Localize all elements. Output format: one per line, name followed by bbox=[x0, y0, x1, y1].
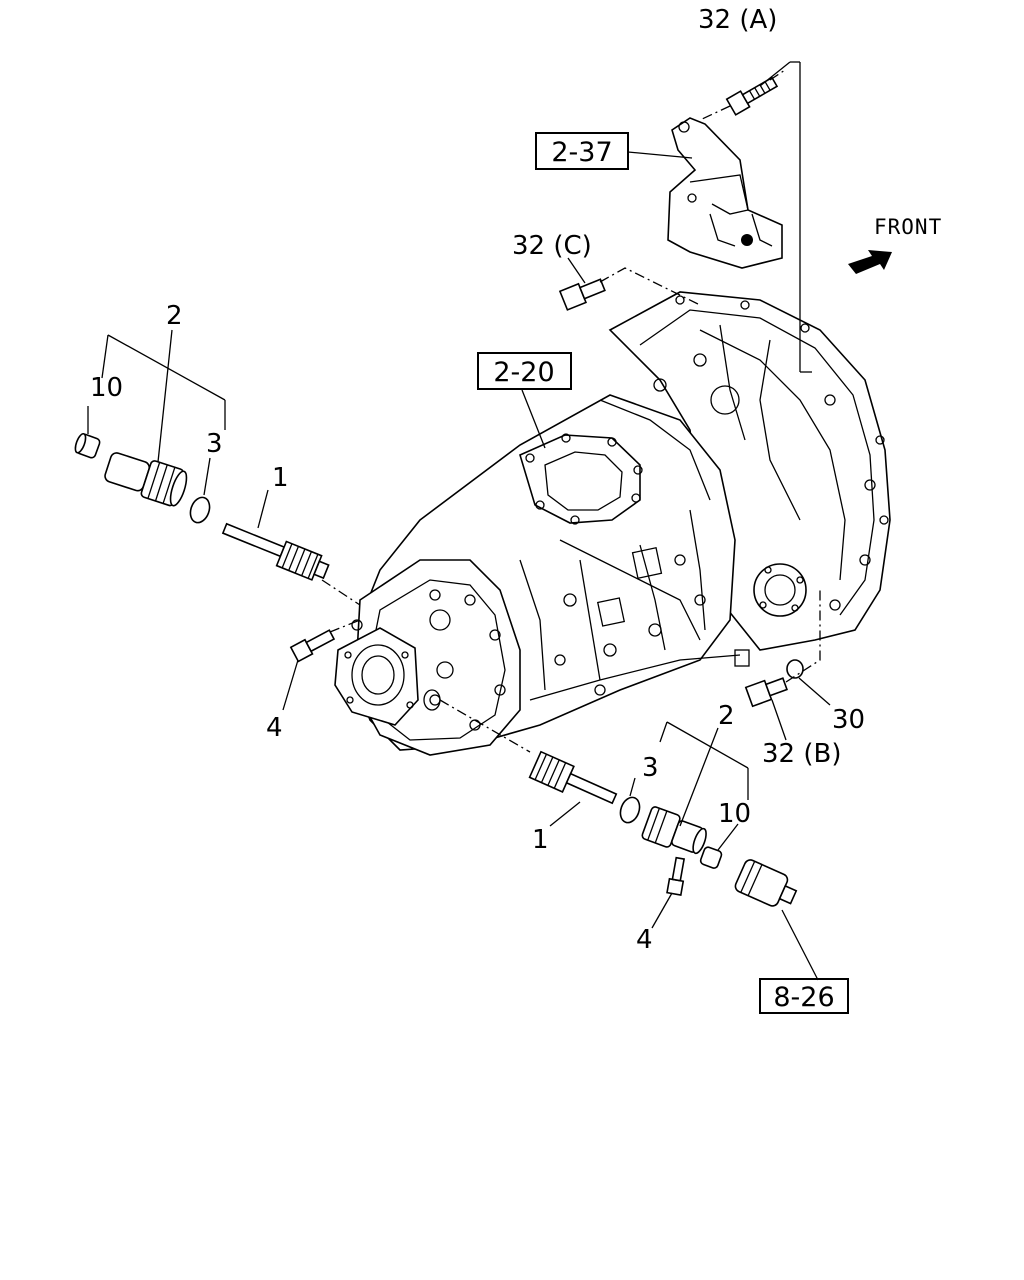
callout-32a: 32 (A) bbox=[698, 5, 777, 35]
ref-box-8-26: 8-26 bbox=[759, 978, 849, 1014]
callout-4-right: 4 bbox=[636, 925, 653, 955]
bracket-2-37 bbox=[667, 117, 783, 269]
callout-10-right: 10 bbox=[718, 799, 751, 829]
right-speedometer-group bbox=[528, 750, 798, 907]
callout-32b: 32 (B) bbox=[762, 739, 841, 769]
plug-10-left bbox=[74, 432, 101, 459]
ref-box-2-37: 2-37 bbox=[535, 132, 629, 170]
callout-4-left: 4 bbox=[266, 713, 283, 743]
washer-30 bbox=[786, 659, 804, 679]
ref-box-8-26-label: 8-26 bbox=[773, 982, 834, 1013]
callout-2-right: 2 bbox=[718, 701, 735, 731]
ref-box-2-37-label: 2-37 bbox=[551, 137, 612, 168]
bolt-32b bbox=[744, 677, 788, 708]
ref-box-2-20-label: 2-20 bbox=[493, 357, 554, 388]
gear-shaft-1-right bbox=[528, 750, 618, 805]
sleeve-2-right bbox=[641, 806, 707, 855]
callout-30: 30 bbox=[832, 705, 865, 735]
front-indicator: FRONT bbox=[848, 215, 942, 274]
callout-32c: 32 (C) bbox=[512, 231, 592, 261]
sensor-8-26 bbox=[734, 859, 798, 907]
sleeve-2-left bbox=[104, 452, 188, 507]
callout-3-right: 3 bbox=[642, 753, 659, 783]
callout-3-left: 3 bbox=[206, 429, 223, 459]
ref-box-2-20: 2-20 bbox=[477, 352, 572, 390]
bolt-4-right bbox=[666, 856, 686, 896]
leader-lines bbox=[87, 61, 831, 981]
front-arrow-icon bbox=[848, 250, 892, 274]
bolt-32c bbox=[558, 278, 606, 311]
o-ring-3-left bbox=[189, 496, 211, 524]
front-label: FRONT bbox=[874, 215, 942, 239]
o-ring-3-right bbox=[619, 796, 641, 824]
bolt-4-left bbox=[289, 629, 336, 663]
bolt-32a bbox=[725, 76, 779, 116]
transmission-housing bbox=[334, 291, 891, 756]
callout-2-left: 2 bbox=[166, 301, 183, 331]
plug-10-right bbox=[699, 846, 723, 869]
callout-1-right: 1 bbox=[532, 825, 549, 855]
callout-1-left: 1 bbox=[272, 463, 289, 493]
callout-10-left: 10 bbox=[90, 373, 123, 403]
left-speedometer-group bbox=[74, 432, 336, 663]
gear-shaft-1-left bbox=[221, 522, 330, 581]
